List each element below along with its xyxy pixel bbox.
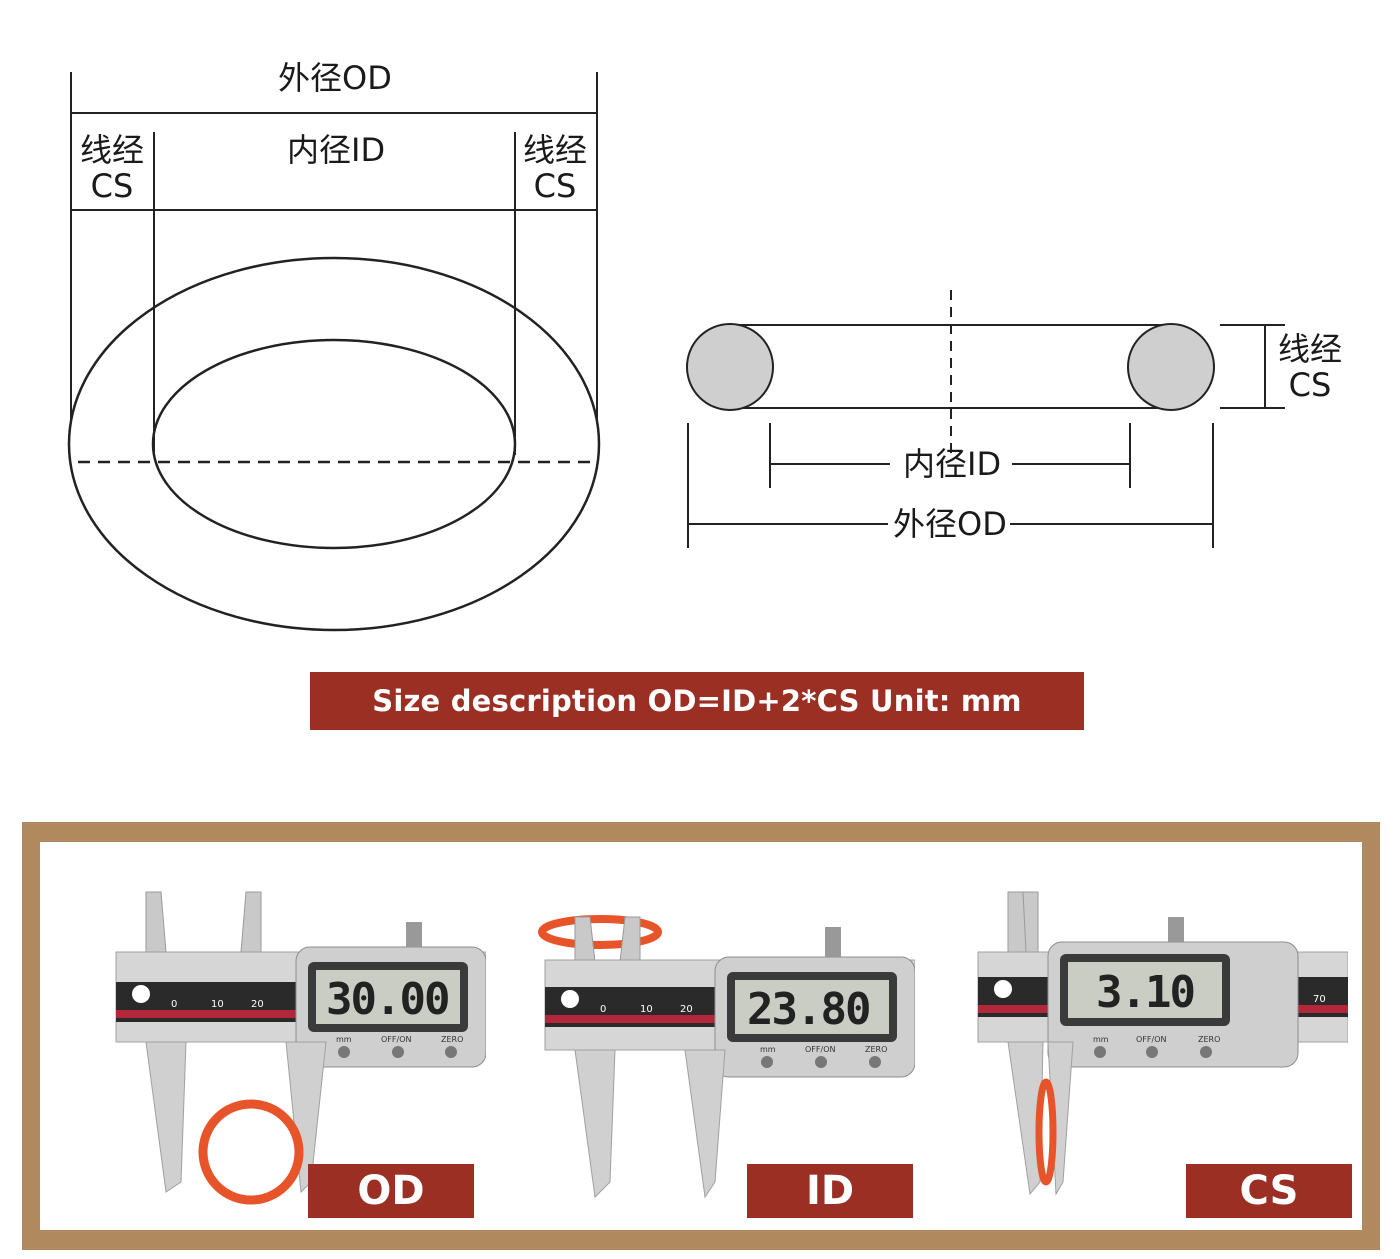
- lcd-reading: 3.10: [1096, 967, 1194, 1018]
- lcd-reading: 23.80: [747, 984, 869, 1035]
- button-label: OFF/ON: [805, 1045, 835, 1054]
- oring-cs: [1035, 1078, 1057, 1186]
- button-label: mm: [336, 1035, 352, 1044]
- tag-od: OD: [308, 1164, 474, 1218]
- scale-num: 0: [600, 1004, 606, 1015]
- scale-num: 0: [171, 999, 177, 1010]
- lcd-reading: 30.00: [326, 974, 448, 1025]
- button-label: ZERO: [1198, 1035, 1220, 1044]
- scale-num: 10: [640, 1004, 653, 1015]
- cross-section-drawing: [686, 290, 1285, 548]
- button-label: mm: [760, 1045, 776, 1054]
- caliper-id-graphic: 0 10 20 23.80 mm OFF/ON ZERO: [538, 915, 915, 1199]
- scale-num: 70: [1313, 994, 1326, 1005]
- cs-label-right: 线经 CS: [522, 131, 587, 205]
- tag-cs: CS: [1186, 1164, 1352, 1218]
- button-label: OFF/ON: [1136, 1035, 1166, 1044]
- scale-num: 20: [251, 999, 264, 1010]
- button-label: OFF/ON: [381, 1035, 411, 1044]
- od-caliper-photo: 0 10 20 30.00 mm OFF/ON ZERO: [86, 882, 486, 1222]
- od-label: 外径OD: [278, 59, 392, 97]
- cs-label: 线经 CS: [1277, 330, 1342, 404]
- id-label: 内径ID: [287, 131, 386, 169]
- scale-num: 10: [211, 999, 224, 1010]
- tag-id: ID: [747, 1164, 913, 1218]
- size-description-banner: Size description OD=ID+2*CS Unit: mm: [310, 672, 1084, 730]
- od-label-right: 外径OD: [893, 505, 1007, 543]
- measurement-frame-inner: 0 10 20 30.00 mm OFF/ON ZERO: [40, 842, 1362, 1230]
- scale-num: 20: [680, 1004, 693, 1015]
- button-label: ZERO: [865, 1045, 887, 1054]
- button-label: ZERO: [441, 1035, 463, 1044]
- caliper-cs-graphic: 70 3.10 mm OFF/ON ZERO: [977, 891, 1348, 1196]
- id-caliper-photo: 0 10 20 23.80 mm OFF/ON ZERO: [515, 882, 915, 1222]
- id-label-right: 内径ID: [903, 445, 1002, 483]
- cs-label-left: 线经 CS: [79, 131, 144, 205]
- button-label: mm: [1093, 1035, 1109, 1044]
- left-oring-drawing: [67, 72, 601, 632]
- measurement-frame: 0 10 20 30.00 mm OFF/ON ZERO: [22, 822, 1380, 1250]
- oring-id: [538, 915, 662, 949]
- oring-od: [198, 1099, 304, 1205]
- caliper-od-graphic: 0 10 20 30.00 mm OFF/ON ZERO: [115, 891, 486, 1205]
